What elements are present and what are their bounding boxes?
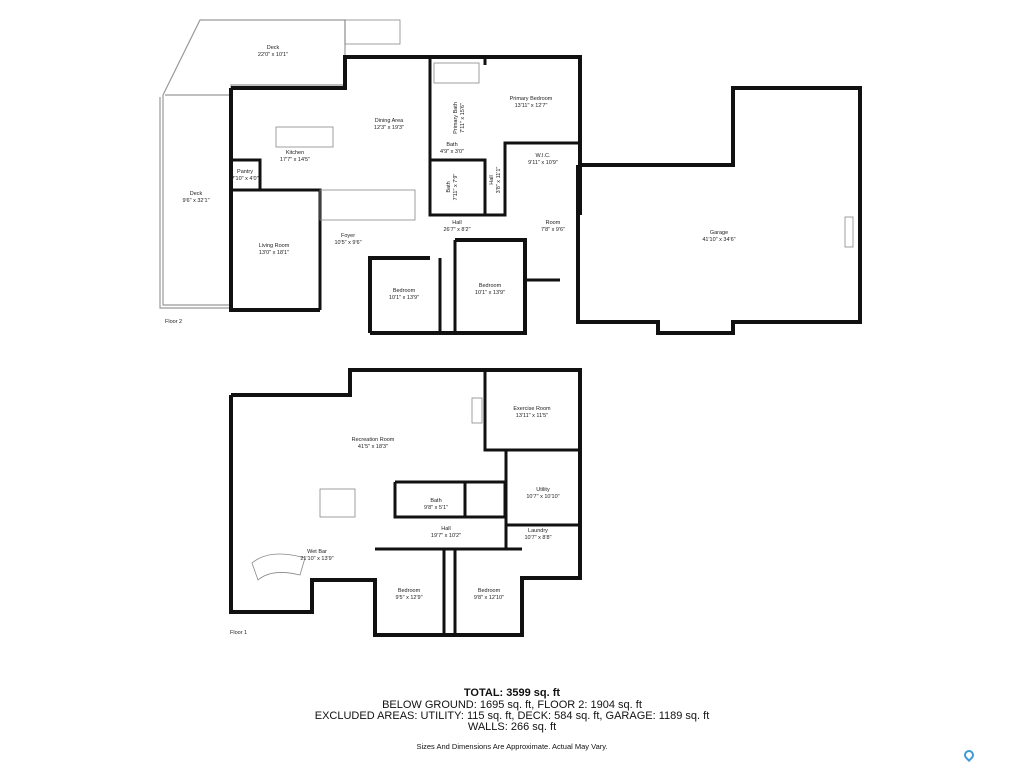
room-dims: 4'9" x 3'0": [440, 149, 464, 155]
room-dims: 9'8" x 12'10": [474, 595, 504, 601]
room-dims: 22'0" x 10'1": [258, 52, 288, 58]
room-name: Bedroom: [478, 588, 501, 594]
room-name: Primary Bath: [453, 102, 459, 134]
room-dims: 9'5" x 12'9": [395, 595, 422, 601]
room-dims: 7'11" x 7'9": [453, 174, 459, 201]
room-name: Exercise Room: [513, 406, 551, 412]
room-name: Bath: [430, 498, 441, 504]
room-name: Deck: [267, 45, 280, 51]
room-name: Pantry: [237, 169, 253, 175]
room-dims: 9'11" x 10'9": [528, 160, 558, 166]
room-dims: 9'8" x 5'1": [424, 505, 448, 511]
room-name: Deck: [190, 191, 203, 197]
room-name: Primary Bedroom: [510, 96, 553, 102]
room-name: Laundry: [528, 528, 548, 534]
room-name: Bath: [446, 181, 452, 192]
room-dims: 10'7" x 10'10": [526, 494, 559, 500]
room-dims: 10'7" x 8'8": [524, 535, 551, 541]
room-name: Utility: [536, 487, 550, 493]
room-name: Garage: [710, 230, 728, 236]
room-dims: 13'11" x 11'5": [516, 413, 548, 419]
room-name: Hall: [489, 175, 495, 184]
room-dims: 13'0" x 18'1": [259, 250, 289, 256]
total-area: TOTAL: 3599 sq. ft: [463, 687, 561, 699]
floor-label: Floor 2: [165, 319, 182, 325]
room-name: Kitchen: [286, 150, 304, 156]
room-name: Bath: [446, 142, 457, 148]
room-dims: 12'3" x 19'3": [374, 125, 404, 131]
walls-area: WALLS: 266 sq. ft: [467, 721, 557, 733]
room-dims: 26'7" x 8'2": [443, 227, 470, 233]
garage-walls: [576, 86, 862, 335]
room-name: Hall: [452, 220, 461, 226]
room-dims: 7'11" x 15'6": [460, 103, 466, 133]
room-dims: 10'5" x 9'6": [334, 240, 361, 246]
room-dims: 7'10" x 4'0": [231, 176, 258, 182]
room-dims: 10'1" x 13'9": [475, 290, 505, 296]
floor2-walls: [229, 55, 582, 335]
room-dims: 9'6" x 32'1": [182, 198, 209, 204]
floor1-walls: [229, 368, 582, 637]
room-name: Wet Bar: [307, 549, 327, 555]
room-name: Recreation Room: [352, 437, 395, 443]
disclaimer: Sizes And Dimensions Are Approximate. Ac…: [416, 742, 608, 751]
room-dims: 19'7" x 10'2": [431, 533, 461, 539]
room-name: Dining Area: [375, 118, 404, 124]
room-dims: 41'10" x 34'6": [702, 237, 735, 243]
room-name: Hall: [441, 526, 450, 532]
room-name: W.I.C.: [536, 153, 551, 159]
floor-label: Floor 1: [230, 630, 247, 636]
room-name: Bedroom: [393, 288, 416, 294]
deck-outlines: [159, 19, 401, 309]
room-name: Room: [546, 220, 561, 226]
room-dims: 3'8" x 11'1": [496, 167, 502, 194]
excluded-areas: EXCLUDED AREAS: UTILITY: 115 sq. ft, DEC…: [314, 710, 710, 722]
floor2-labels: Deck 22'0" x 10'1" Deck 9'6" x 32'1" Kit…: [165, 45, 736, 325]
room-dims: 10'1" x 13'9": [389, 295, 419, 301]
floor1-labels: Recreation Room 41'5" x 18'3" Exercise R…: [230, 406, 560, 636]
room-dims: 7'8" x 9'6": [541, 227, 565, 233]
room-name: Living Room: [259, 243, 290, 249]
area-breakdown: BELOW GROUND: 1695 sq. ft, FLOOR 2: 1904…: [382, 699, 642, 711]
room-dims: 17'7" x 14'5": [280, 157, 310, 163]
room-name: Bedroom: [398, 588, 421, 594]
room-dims: 21'10" x 13'9": [300, 556, 333, 562]
room-dims: 13'11" x 12'7": [515, 103, 548, 109]
room-name: Bedroom: [479, 283, 502, 289]
room-name: Foyer: [341, 233, 355, 239]
room-dims: 41'5" x 18'3": [358, 444, 388, 450]
